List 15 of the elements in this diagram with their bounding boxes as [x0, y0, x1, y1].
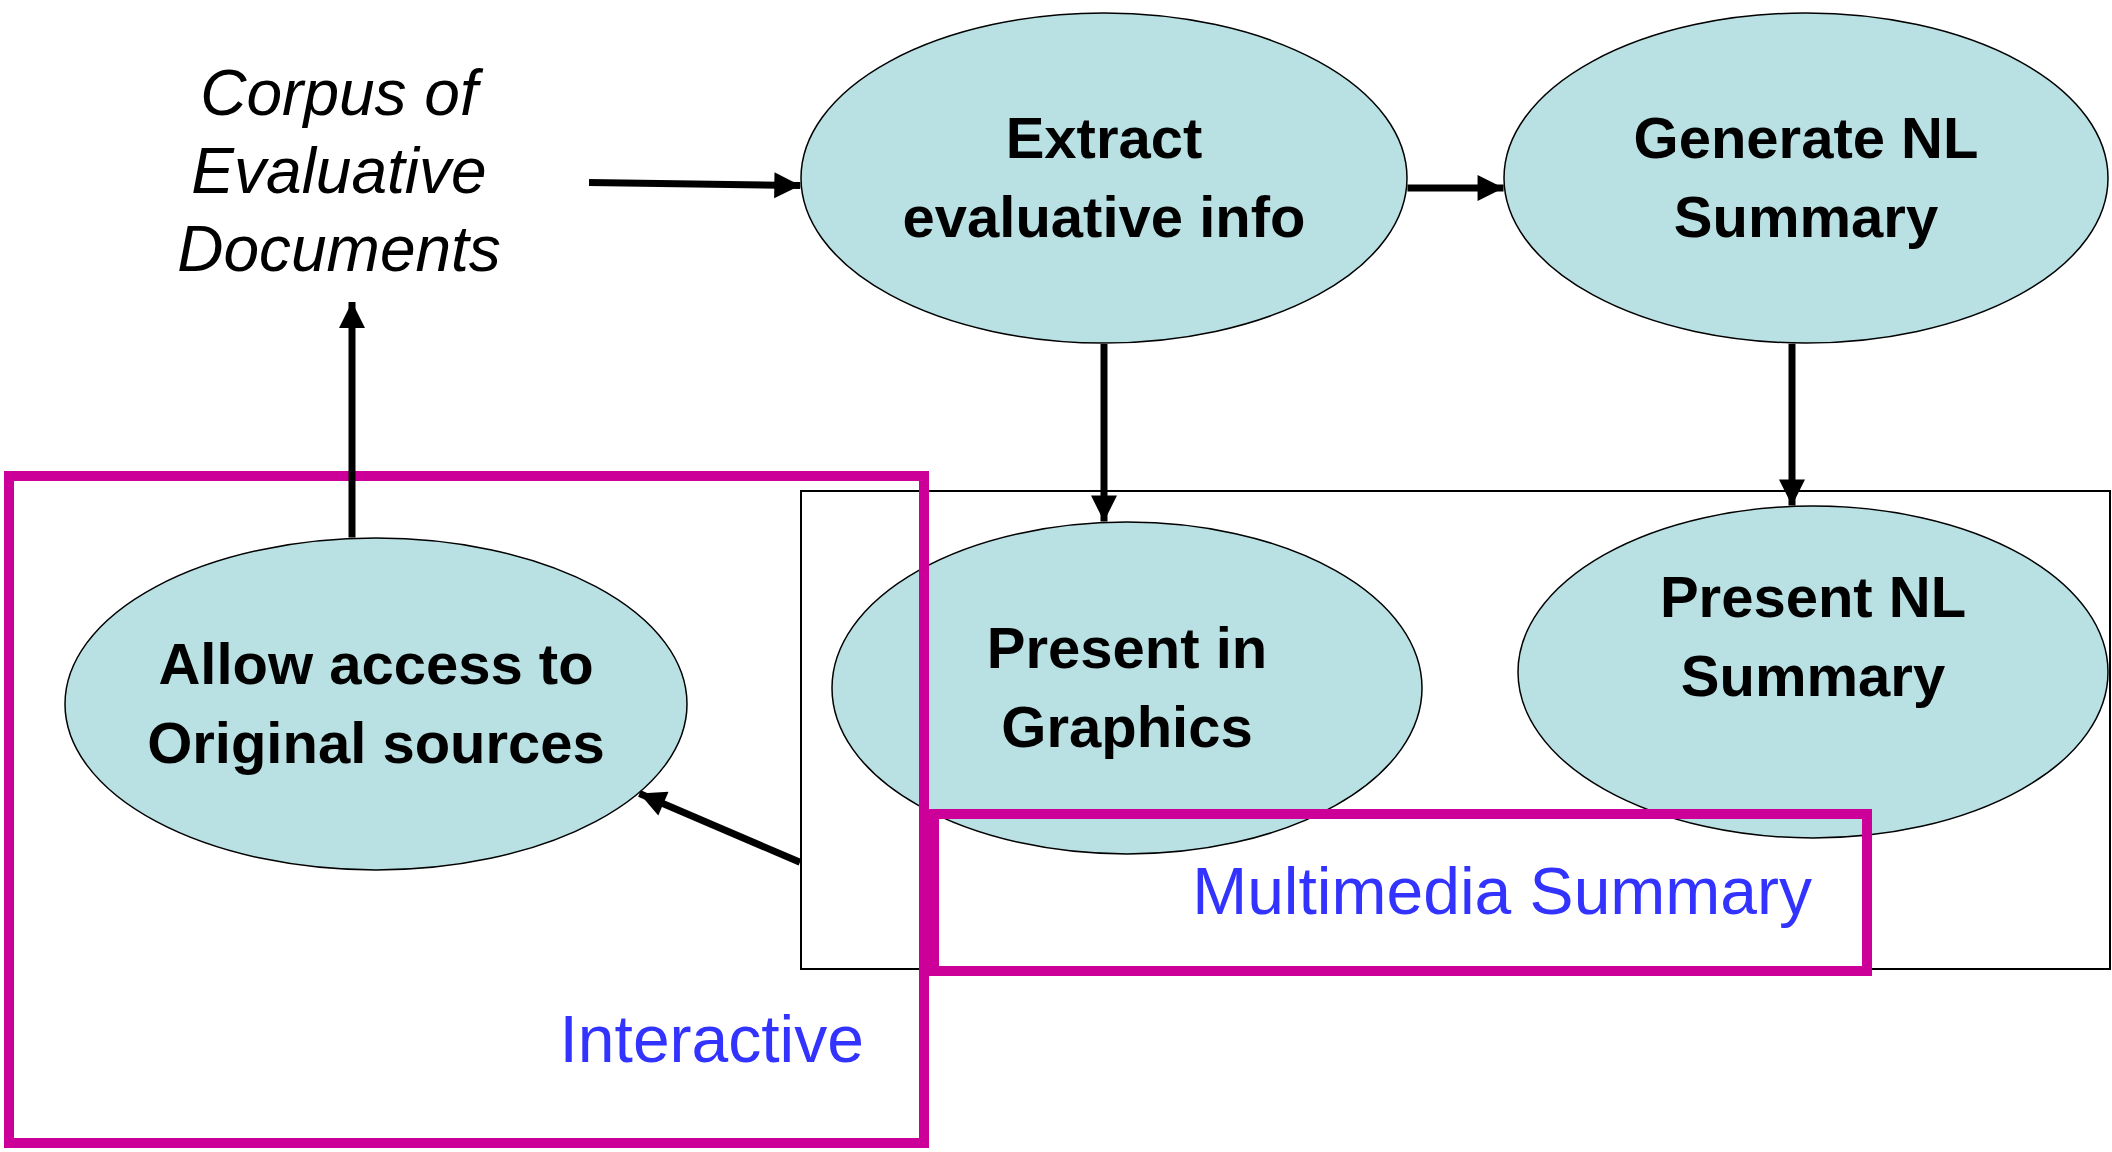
group-label: Multimedia Summary	[1192, 855, 1812, 928]
arrow	[1091, 344, 1117, 522]
group-frame	[4, 471, 929, 1148]
arrow	[588, 172, 801, 199]
arrow	[638, 790, 802, 866]
source-label: Corpus of Evaluative Documents	[176, 55, 502, 288]
arrow	[1779, 343, 1805, 506]
ellipse-label: Extract evaluative info	[901, 104, 1307, 251]
ellipse-label: Present in Graphics	[985, 614, 1269, 761]
group-label: Interactive	[559, 1003, 864, 1076]
arrow	[1407, 175, 1504, 201]
group-frame	[800, 490, 2111, 970]
ellipse-label: Generate NL Summary	[1632, 104, 1980, 251]
ellipse-label: Present NL Summary	[1658, 563, 1968, 710]
ellipse-label: Allow access to Original sources	[146, 630, 606, 777]
